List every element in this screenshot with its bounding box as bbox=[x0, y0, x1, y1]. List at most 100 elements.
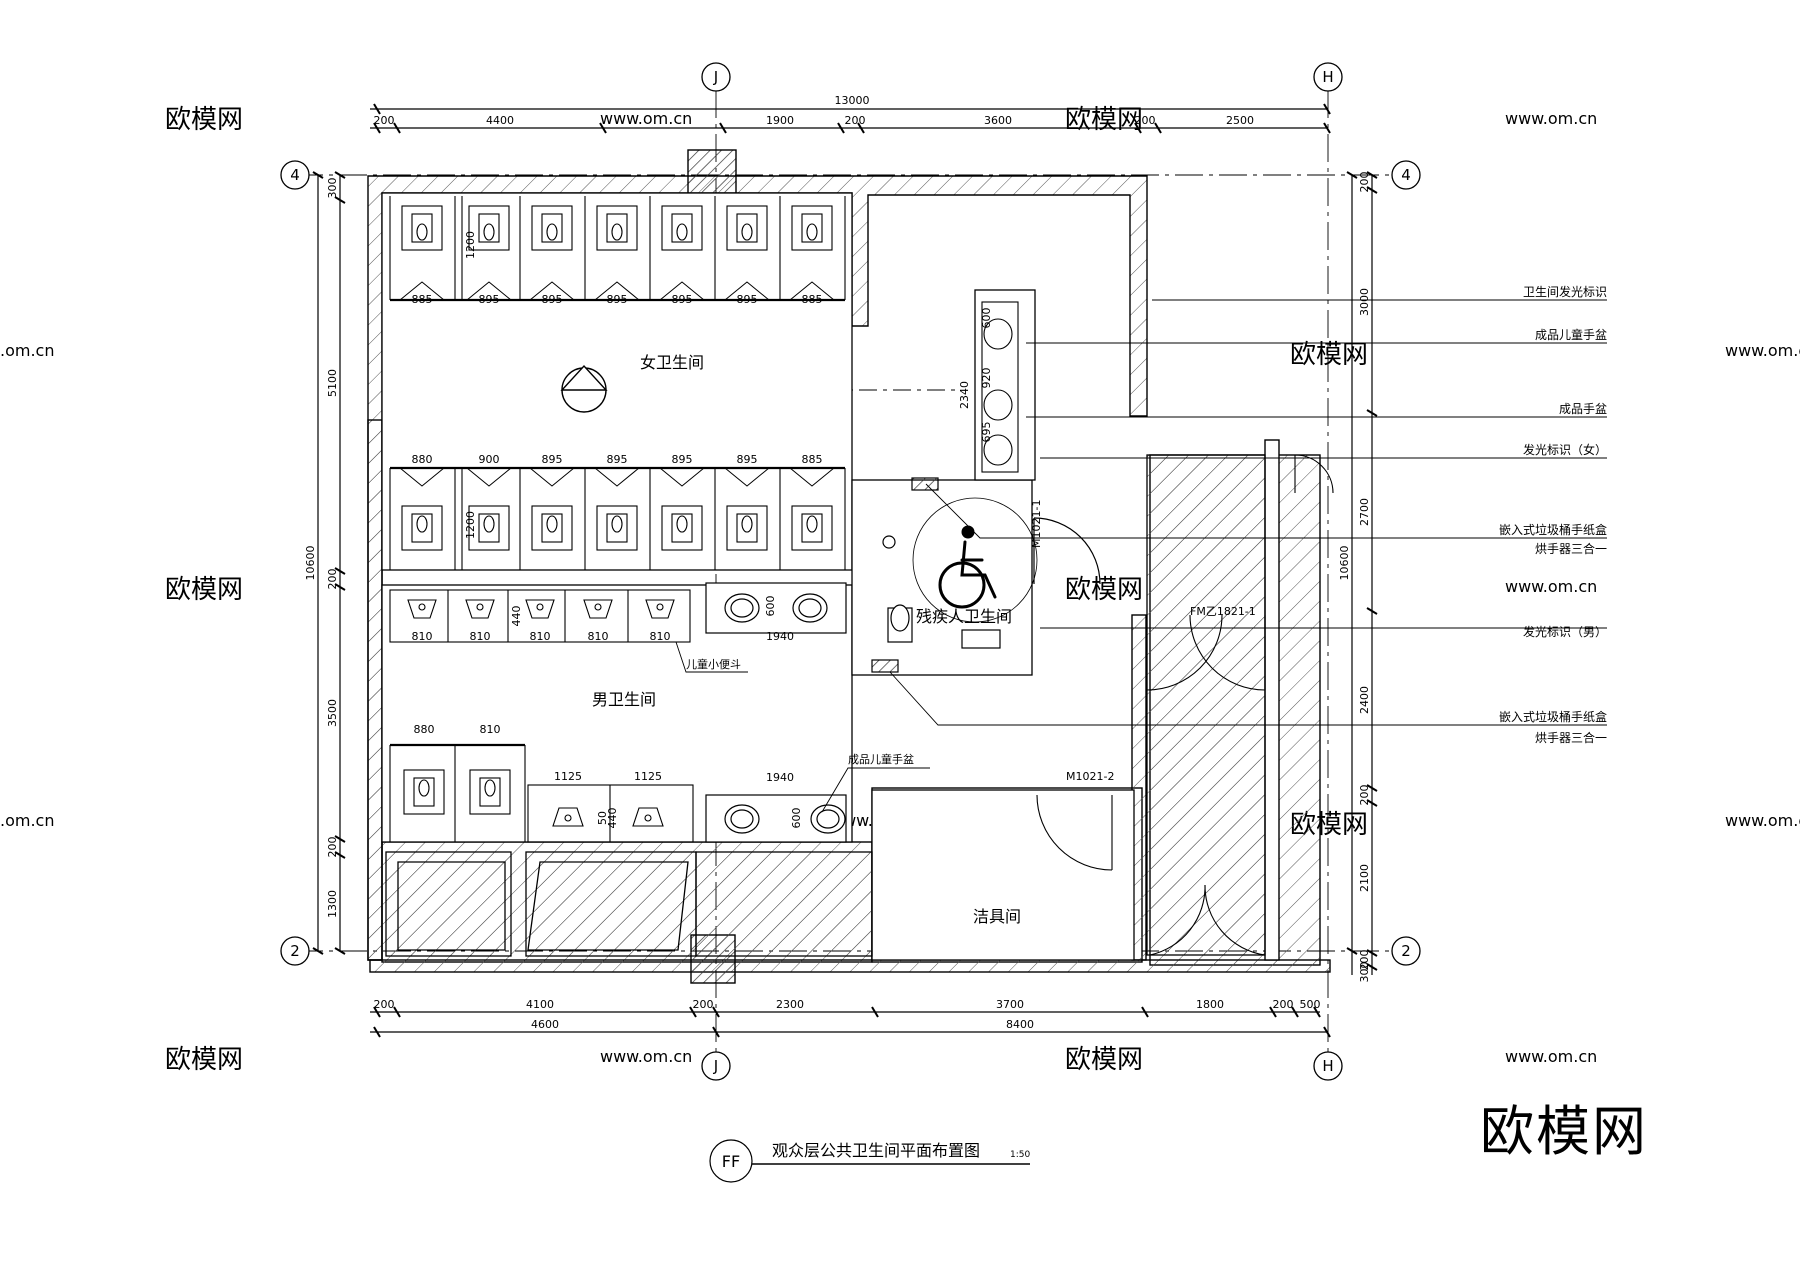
axis-labels: J H J H 4 4 2 2 bbox=[290, 68, 1411, 1075]
stall-door-icon bbox=[789, 281, 835, 301]
dim-basin: 695 bbox=[980, 422, 993, 443]
men-fixture-dims: 880 810 1125 1125 440 50 bbox=[414, 723, 663, 829]
dim-stall-depth: 1200 bbox=[464, 511, 477, 539]
axis-bubble-h-bottom bbox=[1313, 1051, 1343, 1081]
doors bbox=[1036, 454, 1334, 956]
toilet-icon bbox=[403, 769, 445, 815]
janitor-room bbox=[871, 789, 1135, 961]
stall-door-icon bbox=[399, 281, 445, 301]
dim-left: 300 bbox=[326, 178, 339, 199]
women-bottom-stalls bbox=[389, 466, 846, 570]
dim-stall-width: 895 bbox=[479, 293, 500, 306]
sheet-tag-circle bbox=[709, 1139, 753, 1183]
fire-corridor bbox=[1146, 454, 1266, 956]
watermark-site: .om.cn bbox=[0, 811, 54, 830]
women-symbol-icon bbox=[560, 364, 608, 413]
dim-top: 4400 bbox=[486, 114, 514, 127]
toilet-icon bbox=[791, 205, 833, 251]
dim-top: 200 bbox=[1135, 114, 1156, 127]
callout-label: 烘手器三合一 bbox=[1535, 730, 1607, 745]
kids-urinal-icon bbox=[465, 599, 495, 619]
kids-urinal-fixtures bbox=[407, 599, 675, 827]
stall-door-icon bbox=[529, 467, 575, 487]
watermark-brand: 欧模网 bbox=[1065, 575, 1143, 605]
dim-stall-width: 895 bbox=[737, 453, 758, 466]
toilet-icon bbox=[661, 505, 703, 551]
kids-urinal-icon bbox=[645, 599, 675, 619]
axis-bubble-h-top bbox=[1313, 62, 1343, 92]
watermark-site: www.om.cn bbox=[1505, 1047, 1597, 1066]
watermark-brand: 欧模网 bbox=[165, 1045, 243, 1075]
dim-right: 200 bbox=[1358, 950, 1371, 971]
stall-door-icon bbox=[659, 467, 705, 487]
dim-top: 1900 bbox=[766, 114, 794, 127]
dim-men-urinal-gap: 50 bbox=[596, 811, 609, 825]
toilet-fixtures bbox=[399, 205, 835, 815]
dim-bottom: 500 bbox=[1300, 998, 1321, 1011]
service-hatch bbox=[385, 851, 873, 957]
stall-door-icon bbox=[399, 467, 445, 487]
dim-stall-width: 895 bbox=[542, 293, 563, 306]
watermark-brand: 欧模网 bbox=[165, 105, 243, 135]
toilet-icon bbox=[661, 205, 703, 251]
dim-left: 200 bbox=[326, 569, 339, 590]
urinal-icon bbox=[632, 807, 664, 827]
dim-bottom: 200 bbox=[1273, 998, 1294, 1011]
dim-men-urinal: 1125 bbox=[634, 770, 662, 783]
dim-left: 1300 bbox=[326, 890, 339, 918]
urinal-icon bbox=[552, 807, 584, 827]
toilet-icon bbox=[531, 205, 573, 251]
axis-label-2: 2 bbox=[1401, 942, 1411, 960]
dim-basin: 920 bbox=[980, 368, 993, 389]
dim-bottom: 200 bbox=[693, 998, 714, 1011]
dim-sink-depth: 600 bbox=[790, 808, 803, 829]
room-label-janitor: 洁具间 bbox=[973, 907, 1021, 926]
toilet-icon bbox=[596, 205, 638, 251]
women-top-stalls bbox=[389, 196, 846, 302]
axis-bubbles bbox=[280, 62, 1421, 1081]
tag-leaders bbox=[675, 641, 930, 813]
watermark-logo: 欧模网 bbox=[1480, 1100, 1648, 1163]
toilet-icon bbox=[469, 769, 511, 815]
stall-door-icon bbox=[594, 281, 640, 301]
dim-right: 3000 bbox=[1358, 288, 1371, 316]
dim-stall-depth: 1200 bbox=[464, 231, 477, 259]
kids-urinal-icon bbox=[583, 599, 613, 619]
axis-label-j: J bbox=[713, 68, 718, 86]
callout-label: 成品手盆 bbox=[1559, 402, 1607, 416]
dim-left-total: 10600 bbox=[304, 546, 317, 581]
dim-right: 2400 bbox=[1358, 686, 1371, 714]
callout-label: 嵌入式垃圾桶手纸盒 bbox=[1499, 709, 1607, 724]
tag-kids-basin: 成品儿童手盆 bbox=[848, 752, 914, 766]
room-label-men: 男卫生间 bbox=[592, 690, 656, 709]
kids-urinal-icon bbox=[525, 599, 555, 619]
dim-sink-depth: 600 bbox=[764, 596, 777, 617]
axis-label-4: 4 bbox=[1401, 166, 1411, 184]
dim-right: 2100 bbox=[1358, 864, 1371, 892]
stall-door-icon bbox=[789, 467, 835, 487]
toilet-icon bbox=[468, 505, 510, 551]
watermark-site: www.om.cn bbox=[1505, 577, 1597, 596]
drawing-title: 观众层公共卫生间平面布置图 bbox=[772, 1141, 980, 1160]
axis-label-4: 4 bbox=[290, 166, 300, 184]
callout-labels: 卫生间发光标识 成品儿童手盆 成品手盆 发光标识（女） 嵌入式垃圾桶手纸盒 烘手… bbox=[1499, 284, 1607, 745]
watermark-site: .om.cn bbox=[0, 341, 54, 360]
dim-top: 3600 bbox=[984, 114, 1012, 127]
dim-stall-width: 895 bbox=[607, 293, 628, 306]
axis-bubble-j-bottom bbox=[701, 1051, 731, 1081]
sink-counters bbox=[705, 582, 847, 843]
watermark-site: www.om.cn bbox=[600, 1047, 692, 1066]
toilet-icon bbox=[726, 505, 768, 551]
dim-right: 300 bbox=[1358, 962, 1371, 983]
dim-stall-width: 895 bbox=[672, 293, 693, 306]
stall-door-icon bbox=[659, 281, 705, 301]
axis-bubble-2-right bbox=[1391, 936, 1421, 966]
axis-label-2: 2 bbox=[290, 942, 300, 960]
dim-urinal-width: 810 bbox=[470, 630, 491, 643]
dim-urinal-width: 810 bbox=[530, 630, 551, 643]
callout-label: 嵌入式垃圾桶手纸盒 bbox=[1499, 522, 1607, 537]
dim-bottom: 200 bbox=[374, 998, 395, 1011]
dim-bottom: 4100 bbox=[526, 998, 554, 1011]
room-label-women: 女卫生间 bbox=[640, 353, 704, 372]
